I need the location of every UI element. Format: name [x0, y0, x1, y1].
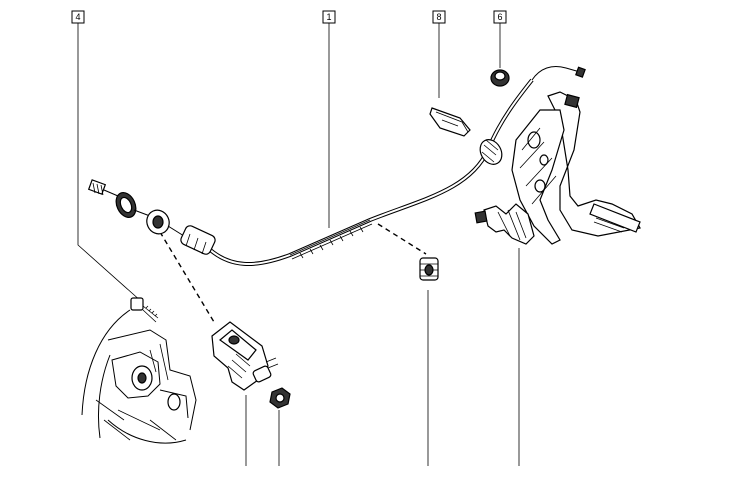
callout-4-label: 4	[75, 12, 80, 22]
part-8-pad	[429, 107, 471, 137]
clutch-cable	[206, 66, 586, 266]
callout-1-label: 1	[326, 12, 331, 22]
fixing-nut	[269, 387, 291, 409]
callout-6: 6	[493, 10, 507, 24]
pedal-bracket	[474, 203, 535, 245]
callout-4: 4	[71, 10, 85, 24]
pedal-grommet	[479, 139, 503, 165]
gearbox-housing	[81, 309, 197, 444]
clutch-fork-clevis	[211, 321, 279, 391]
clutch-pedal-assembly	[511, 91, 641, 245]
cable-end-fitting	[87, 179, 216, 255]
leader-lines	[77, 23, 520, 466]
callout-8-label: 8	[436, 12, 441, 22]
callout-1: 1	[322, 10, 336, 24]
callout-8: 8	[432, 10, 446, 24]
assembly-dashed-lines	[159, 223, 427, 323]
part-6-grommet	[490, 69, 510, 87]
callout-6-label: 6	[497, 12, 502, 22]
part-8-clip	[419, 257, 439, 281]
part-4-bolt	[130, 297, 159, 323]
